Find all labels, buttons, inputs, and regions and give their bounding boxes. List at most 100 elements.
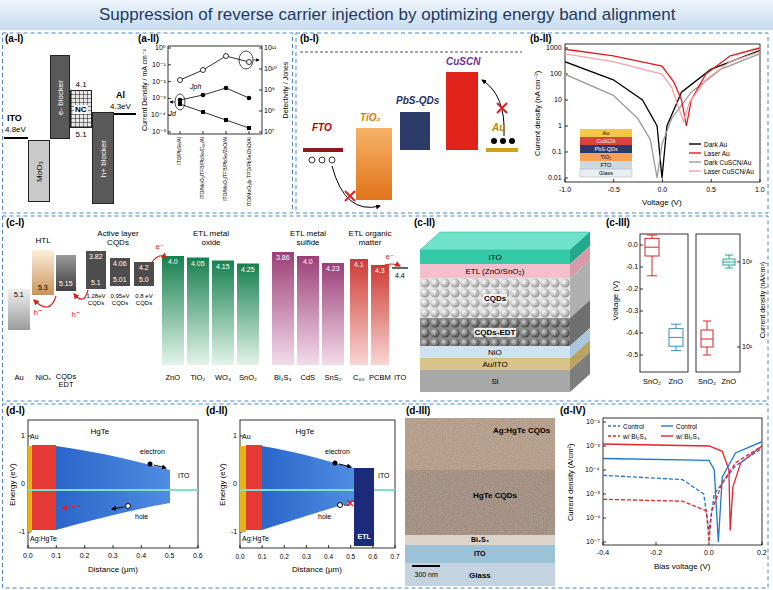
legend-text: Control <box>623 423 644 430</box>
axis-title: Current density (nA/cm²) <box>759 262 767 338</box>
panel-frame-part <box>296 33 768 213</box>
figure-label: 10⁻⁴ <box>585 466 600 474</box>
figure-label: (d-II) <box>206 405 228 417</box>
iv-plot-b-part-part <box>565 54 760 178</box>
detectivity-plot-part <box>175 94 185 110</box>
figure-label: 5.3 <box>38 284 48 292</box>
figure-label: (c-I) <box>6 217 24 229</box>
figure-label: Au <box>242 433 251 441</box>
legend-line <box>660 423 674 429</box>
box-plot-part <box>723 255 735 268</box>
figure-label: 4.06 <box>113 260 127 268</box>
iv-plot-b-part <box>565 48 760 178</box>
figure-label: ITO <box>474 550 486 558</box>
figure-label: -1 <box>19 528 25 536</box>
detectivity-plot-part <box>247 96 252 101</box>
axis-title: ITO/MoO₃/TFB/PbSe/ZnO/Al <box>223 137 229 201</box>
figure-label: CQDs EDT <box>52 373 80 390</box>
band-alignment-c-part <box>297 256 319 365</box>
legend-line <box>607 423 621 429</box>
figure-label: HTL <box>36 236 51 245</box>
box-plot <box>640 234 740 372</box>
band-alignment-c-part <box>56 255 76 291</box>
figure-label: ZnO <box>722 378 737 387</box>
band-diagram-d1 <box>28 420 198 548</box>
figure-label: 10⁻⁴ <box>151 111 166 119</box>
legend-line-stroke <box>689 161 701 162</box>
band-diagram-d1-part <box>28 420 198 548</box>
legend-line-stroke <box>689 170 701 171</box>
figure-label: ETL metal sulfide <box>278 229 338 247</box>
box-plot-part-part <box>723 259 735 265</box>
band-diagram-d2-part <box>339 464 351 467</box>
figure-label: 10⁻² <box>586 418 600 426</box>
iv-plot-b-part <box>580 145 632 153</box>
figure-label: 4.05 <box>191 260 205 268</box>
device-stack-part <box>420 278 570 318</box>
band-text: NC <box>74 105 88 114</box>
figure-label: SnS₂ <box>325 374 342 383</box>
figure-label: 10⁻² <box>152 78 166 86</box>
figure-label: Glass <box>469 571 491 580</box>
figure-label: Distance (μm) <box>292 565 342 574</box>
band-alignment-c <box>8 250 408 365</box>
figure-label: 100 <box>550 70 562 78</box>
figure-label: 0.2 <box>80 552 90 560</box>
figure-label: 10⁻⁷ <box>586 538 600 546</box>
figure-label: CuSCN <box>597 138 616 144</box>
figure-label: ZnO <box>166 374 181 383</box>
band-diagram-d2-part <box>338 503 343 508</box>
figure-label: NiOₓ <box>36 374 51 383</box>
figure-label: 0.7 <box>391 553 400 560</box>
device-stack-part <box>420 318 570 346</box>
figure-label: h⁺ <box>72 310 81 319</box>
figure-label: 10⁻¹ <box>152 61 166 69</box>
figure-label: Ag:HgTe CQDs <box>493 426 550 435</box>
figure-label: Active layer CQDs <box>87 229 149 247</box>
legend-line <box>688 168 702 174</box>
figure-label: ITO <box>489 253 502 262</box>
figure-label: 4.23 <box>326 265 340 273</box>
band-diagram-d2-part <box>347 500 353 506</box>
iv-plot-b-part <box>580 169 632 177</box>
figure-label: HgTe CQDs <box>473 491 517 500</box>
figure-label: 4.25 <box>241 266 255 274</box>
figure-label: 1 <box>21 432 25 440</box>
detectivity-plot-part <box>224 86 229 91</box>
figure-label: 0.6 <box>368 553 377 560</box>
detectivity-plot-part <box>201 68 206 73</box>
figure-label: 0.01 <box>548 174 562 182</box>
detectivity-plot-part <box>178 78 183 83</box>
band-alignment-c-part <box>212 261 234 366</box>
figure-label: (a-I) <box>5 33 23 45</box>
axis-title: Current Density / mA cm⁻² <box>141 49 149 131</box>
figure-label: 4.1 <box>76 80 87 89</box>
detectivity-plot-part <box>239 51 253 69</box>
figure-label: 4.15 <box>216 263 230 271</box>
figure-label: Glass <box>599 170 613 176</box>
figure-label: (c-III) <box>606 217 630 229</box>
figure-label: 10⁻³ <box>152 94 166 102</box>
figure-label: ETL organic matter <box>345 229 395 247</box>
figure-label: 5.1 <box>76 130 87 139</box>
band-diagram-d2-part <box>240 436 395 548</box>
figure-label: (b-I) <box>300 33 319 45</box>
figure-label: 0.4 <box>136 552 146 560</box>
iv-plot-b-part <box>580 129 632 137</box>
axis-title: ITO/PbSe/Al <box>177 137 183 165</box>
device-stack <box>420 232 590 392</box>
figure-label: 1 <box>233 432 237 440</box>
figure-label: 1.0 <box>755 186 765 194</box>
figure-label: (b-II) <box>530 33 552 45</box>
band-diagram-d2-part <box>262 446 354 530</box>
band-diagram-d2-part <box>354 468 374 546</box>
detectivity-plot-part <box>201 93 206 98</box>
band-alignment-c-part <box>34 256 400 307</box>
detectivity-plot-part <box>180 104 249 128</box>
detectivity-plot-part <box>170 102 175 103</box>
detectivity-plot-part <box>253 60 259 61</box>
figure-label: 4.0 <box>303 258 313 266</box>
band-alignment-b-part <box>509 138 515 144</box>
band-alignment-b-part <box>345 191 355 201</box>
figure-label: SnO₂ <box>643 378 661 387</box>
